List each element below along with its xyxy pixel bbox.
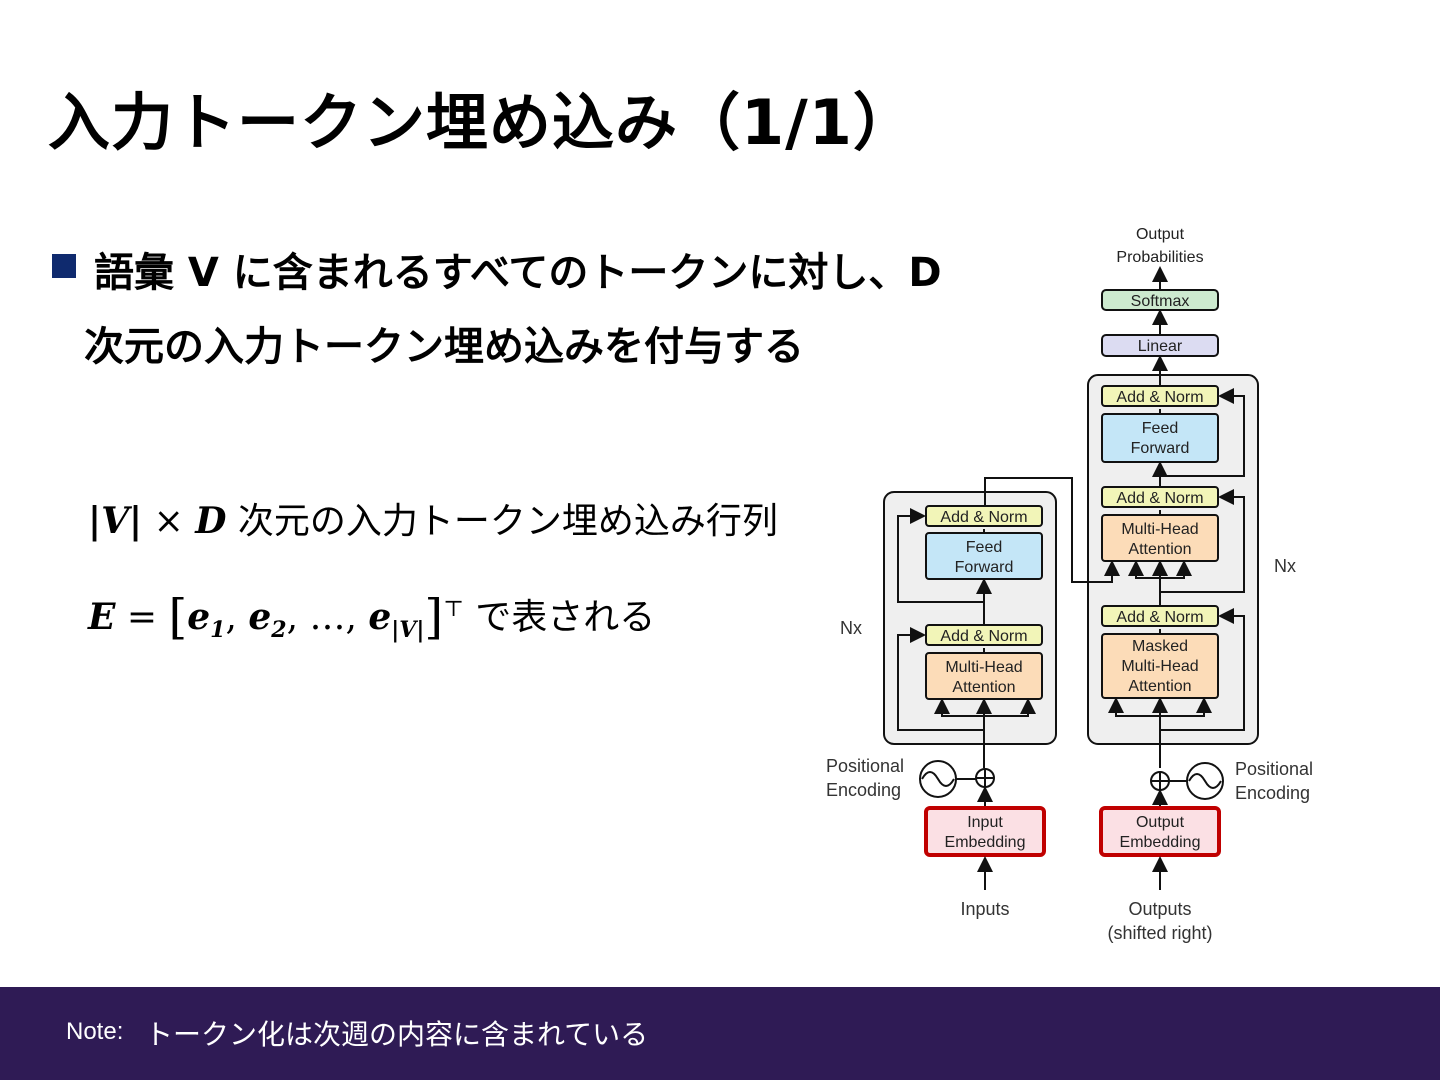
encoder-add-norm-2-label: Add & Norm (940, 509, 1027, 526)
transformer-diagram: Output Probabilities Softmax Linear Add … (826, 226, 1313, 943)
output-probabilities-label-1: Output (1136, 226, 1185, 243)
vocab-symbol: V (101, 500, 130, 542)
output-probabilities-label-2: Probabilities (1116, 249, 1203, 266)
decoder-cross-attn-label-2: Attention (1128, 541, 1191, 558)
decoder-add-norm-1-label: Add & Norm (1116, 609, 1203, 626)
bullet-marker (52, 254, 76, 278)
masked-attn-label-3: Attention (1128, 678, 1191, 695)
input-embedding-label-2: Embedding (945, 834, 1026, 851)
encoder-positional-label-2: Encoding (826, 780, 901, 800)
formula-ellipsis: … (309, 597, 346, 638)
masked-attn-label-1: Masked (1132, 638, 1188, 655)
encoder-attn-label-2: Attention (952, 679, 1015, 696)
encoder-add-norm-2 (925, 505, 1043, 527)
decoder-ff-label-2: Forward (1131, 440, 1190, 457)
matrix-description: |V| × D 次元の入力トークン埋め込み行列 (88, 500, 778, 542)
inputs-label: Inputs (960, 899, 1009, 919)
decoder-add-norm-3-label: Add & Norm (1116, 389, 1203, 406)
masked-attn-label-2: Multi-Head (1121, 658, 1198, 675)
decoder-cross-attn-label-1: Multi-Head (1121, 521, 1198, 538)
encoder-ff-label-1: Feed (966, 539, 1002, 556)
formula-e1: e1 (187, 596, 226, 644)
output-embedding-label-2: Embedding (1120, 834, 1201, 851)
footer-bar (0, 987, 1440, 1080)
dim-symbol: D (195, 500, 227, 542)
formula-eV: e|V| (368, 596, 425, 644)
decoder-add-norm-2-label: Add & Norm (1116, 490, 1203, 507)
encoder-positional-label-1: Positional (826, 756, 904, 776)
bullet-line-2: 次元の入力トークン埋め込みを付与する (84, 324, 804, 370)
decoder-ff-label-1: Feed (1142, 420, 1178, 437)
formula-lhs: E (88, 596, 116, 638)
encoder-attn-label-1: Multi-Head (945, 659, 1022, 676)
formula-e2: e2 (248, 596, 287, 644)
encoder-add-norm-1 (925, 624, 1043, 646)
matrix-description-text: 次元の入力トークン埋め込み行列 (237, 501, 778, 542)
encoder-ff-label-2: Forward (955, 559, 1014, 576)
input-embedding-block (924, 806, 1046, 857)
times-symbol: × (153, 501, 184, 542)
input-embedding-label-1: Input (967, 814, 1003, 831)
formula-text: で表される (475, 597, 656, 638)
linear-label: Linear (1138, 338, 1183, 355)
outputs-label-1: Outputs (1128, 899, 1191, 919)
decoder-positional-label-1: Positional (1235, 759, 1313, 779)
output-embedding-label-1: Output (1136, 814, 1185, 831)
outputs-label-2: (shifted right) (1107, 923, 1212, 943)
softmax-label: Softmax (1131, 293, 1190, 310)
encoder-nx-label: Nx (840, 618, 862, 638)
encoder-stack (883, 491, 1057, 745)
bullet-line-1: 語彙 V に含まれるすべてのトークンに対し、D (94, 250, 942, 296)
encoder-add-norm-1-label: Add & Norm (940, 628, 1027, 645)
footer-note-label: Note: (66, 1018, 124, 1045)
formula-transpose: ⊤ (443, 597, 464, 622)
output-embedding-block (1099, 806, 1221, 857)
embedding-formula: E = [e1, e2, …, e|V|]⊤ で表される (88, 589, 656, 645)
slide-title: 入力トークン埋め込み（1/1） (48, 86, 916, 159)
decoder-positional-label-2: Encoding (1235, 783, 1310, 803)
footer-note-text: トークン化は次週の内容に含まれている (145, 1018, 649, 1051)
decoder-nx-label: Nx (1274, 556, 1296, 576)
